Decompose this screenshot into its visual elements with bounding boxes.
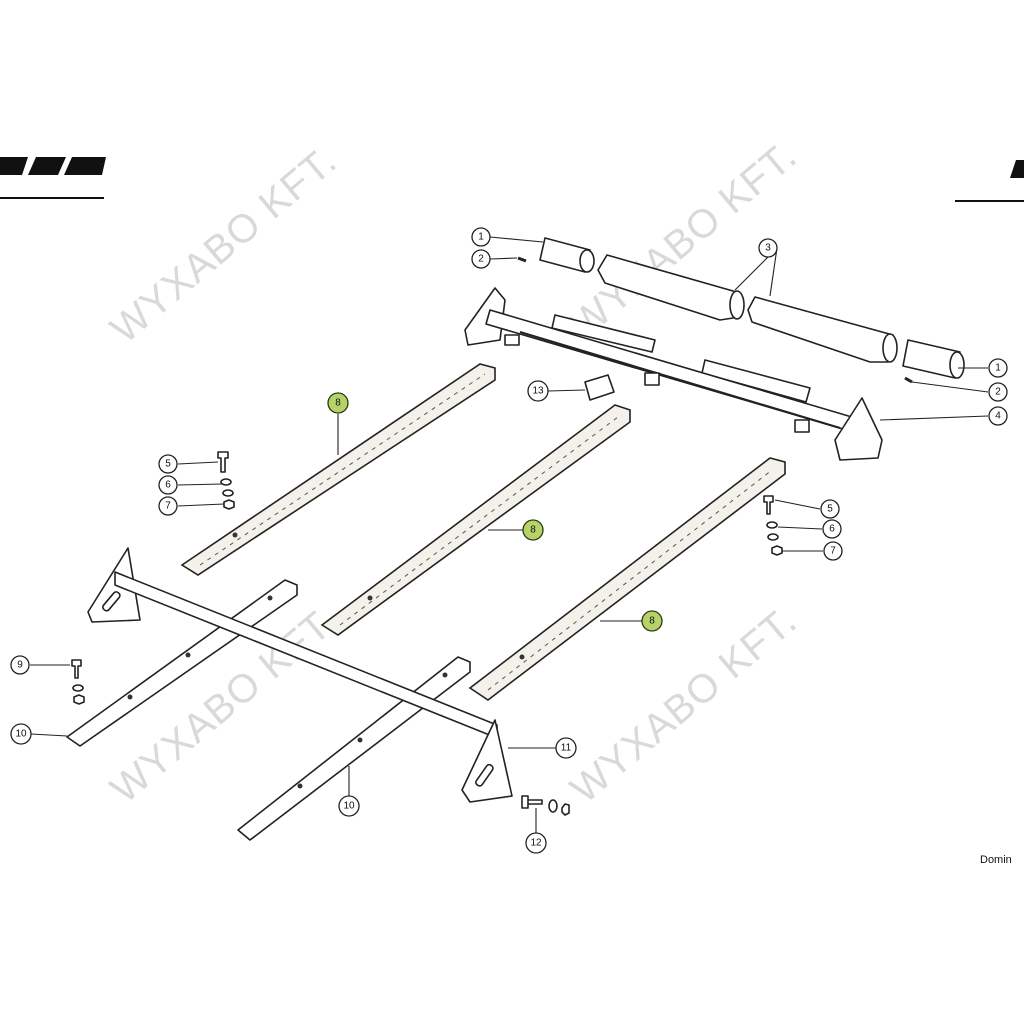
footer-text: Domin — [980, 854, 1012, 866]
brand-logo — [0, 157, 106, 199]
svg-text:13: 13 — [532, 386, 544, 397]
svg-text:2: 2 — [478, 254, 484, 265]
callout-8-highlighted: 8 — [641, 610, 663, 632]
callout-5: 5 — [158, 454, 178, 474]
svg-text:5: 5 — [827, 504, 833, 515]
svg-text:11: 11 — [561, 743, 572, 754]
callout-13: 13 — [527, 380, 549, 402]
callout-10: 10 — [338, 795, 360, 817]
pin-part-2 — [517, 256, 913, 384]
svg-text:7: 7 — [830, 546, 836, 557]
callout-11: 11 — [555, 737, 577, 759]
callout-2: 2 — [471, 249, 491, 269]
sleeve-part-1 — [539, 237, 965, 379]
callout-9: 9 — [10, 655, 30, 675]
leader-lines — [30, 236, 989, 833]
svg-text:8: 8 — [335, 398, 341, 409]
callout-1: 1 — [471, 227, 491, 247]
callout-8-highlighted: 8 — [327, 392, 349, 414]
svg-text:2: 2 — [995, 387, 1001, 398]
svg-text:1: 1 — [478, 232, 484, 243]
callout-8-highlighted: 8 — [522, 519, 544, 541]
callout-4: 4 — [988, 406, 1008, 426]
svg-text:1: 1 — [995, 363, 1001, 374]
tube-part-4 — [464, 287, 883, 461]
svg-text:6: 6 — [165, 480, 171, 491]
svg-text:7: 7 — [165, 501, 171, 512]
svg-text:12: 12 — [530, 838, 542, 849]
callout-7: 7 — [823, 541, 843, 561]
slat-part-8 — [180, 363, 786, 701]
crossbar-part-11 — [87, 547, 513, 803]
bolt-hardware — [71, 451, 783, 816]
callout-3: 3 — [758, 238, 778, 258]
block-part-13 — [584, 374, 615, 401]
callout-5: 5 — [820, 499, 840, 519]
svg-text:8: 8 — [530, 525, 536, 536]
callout-12: 12 — [525, 832, 547, 854]
callout-1: 1 — [988, 358, 1008, 378]
svg-text:3: 3 — [765, 243, 771, 254]
svg-text:5: 5 — [165, 459, 171, 470]
callout-6: 6 — [822, 519, 842, 539]
callout-6: 6 — [158, 475, 178, 495]
svg-text:WYXABO KFT.: WYXABO KFT. — [563, 598, 806, 812]
svg-text:8: 8 — [649, 616, 655, 627]
svg-text:4: 4 — [995, 411, 1001, 422]
page-number — [955, 160, 1024, 202]
svg-text:9: 9 — [17, 660, 23, 671]
svg-text:6: 6 — [829, 524, 835, 535]
callout-2: 2 — [988, 382, 1008, 402]
callout-7: 7 — [158, 496, 178, 516]
svg-text:10: 10 — [343, 801, 355, 812]
cover-part-3 — [597, 254, 898, 363]
svg-text:10: 10 — [15, 729, 27, 740]
svg-text:WYXABO KFT.: WYXABO KFT. — [103, 138, 346, 352]
callout-10: 10 — [10, 723, 32, 745]
